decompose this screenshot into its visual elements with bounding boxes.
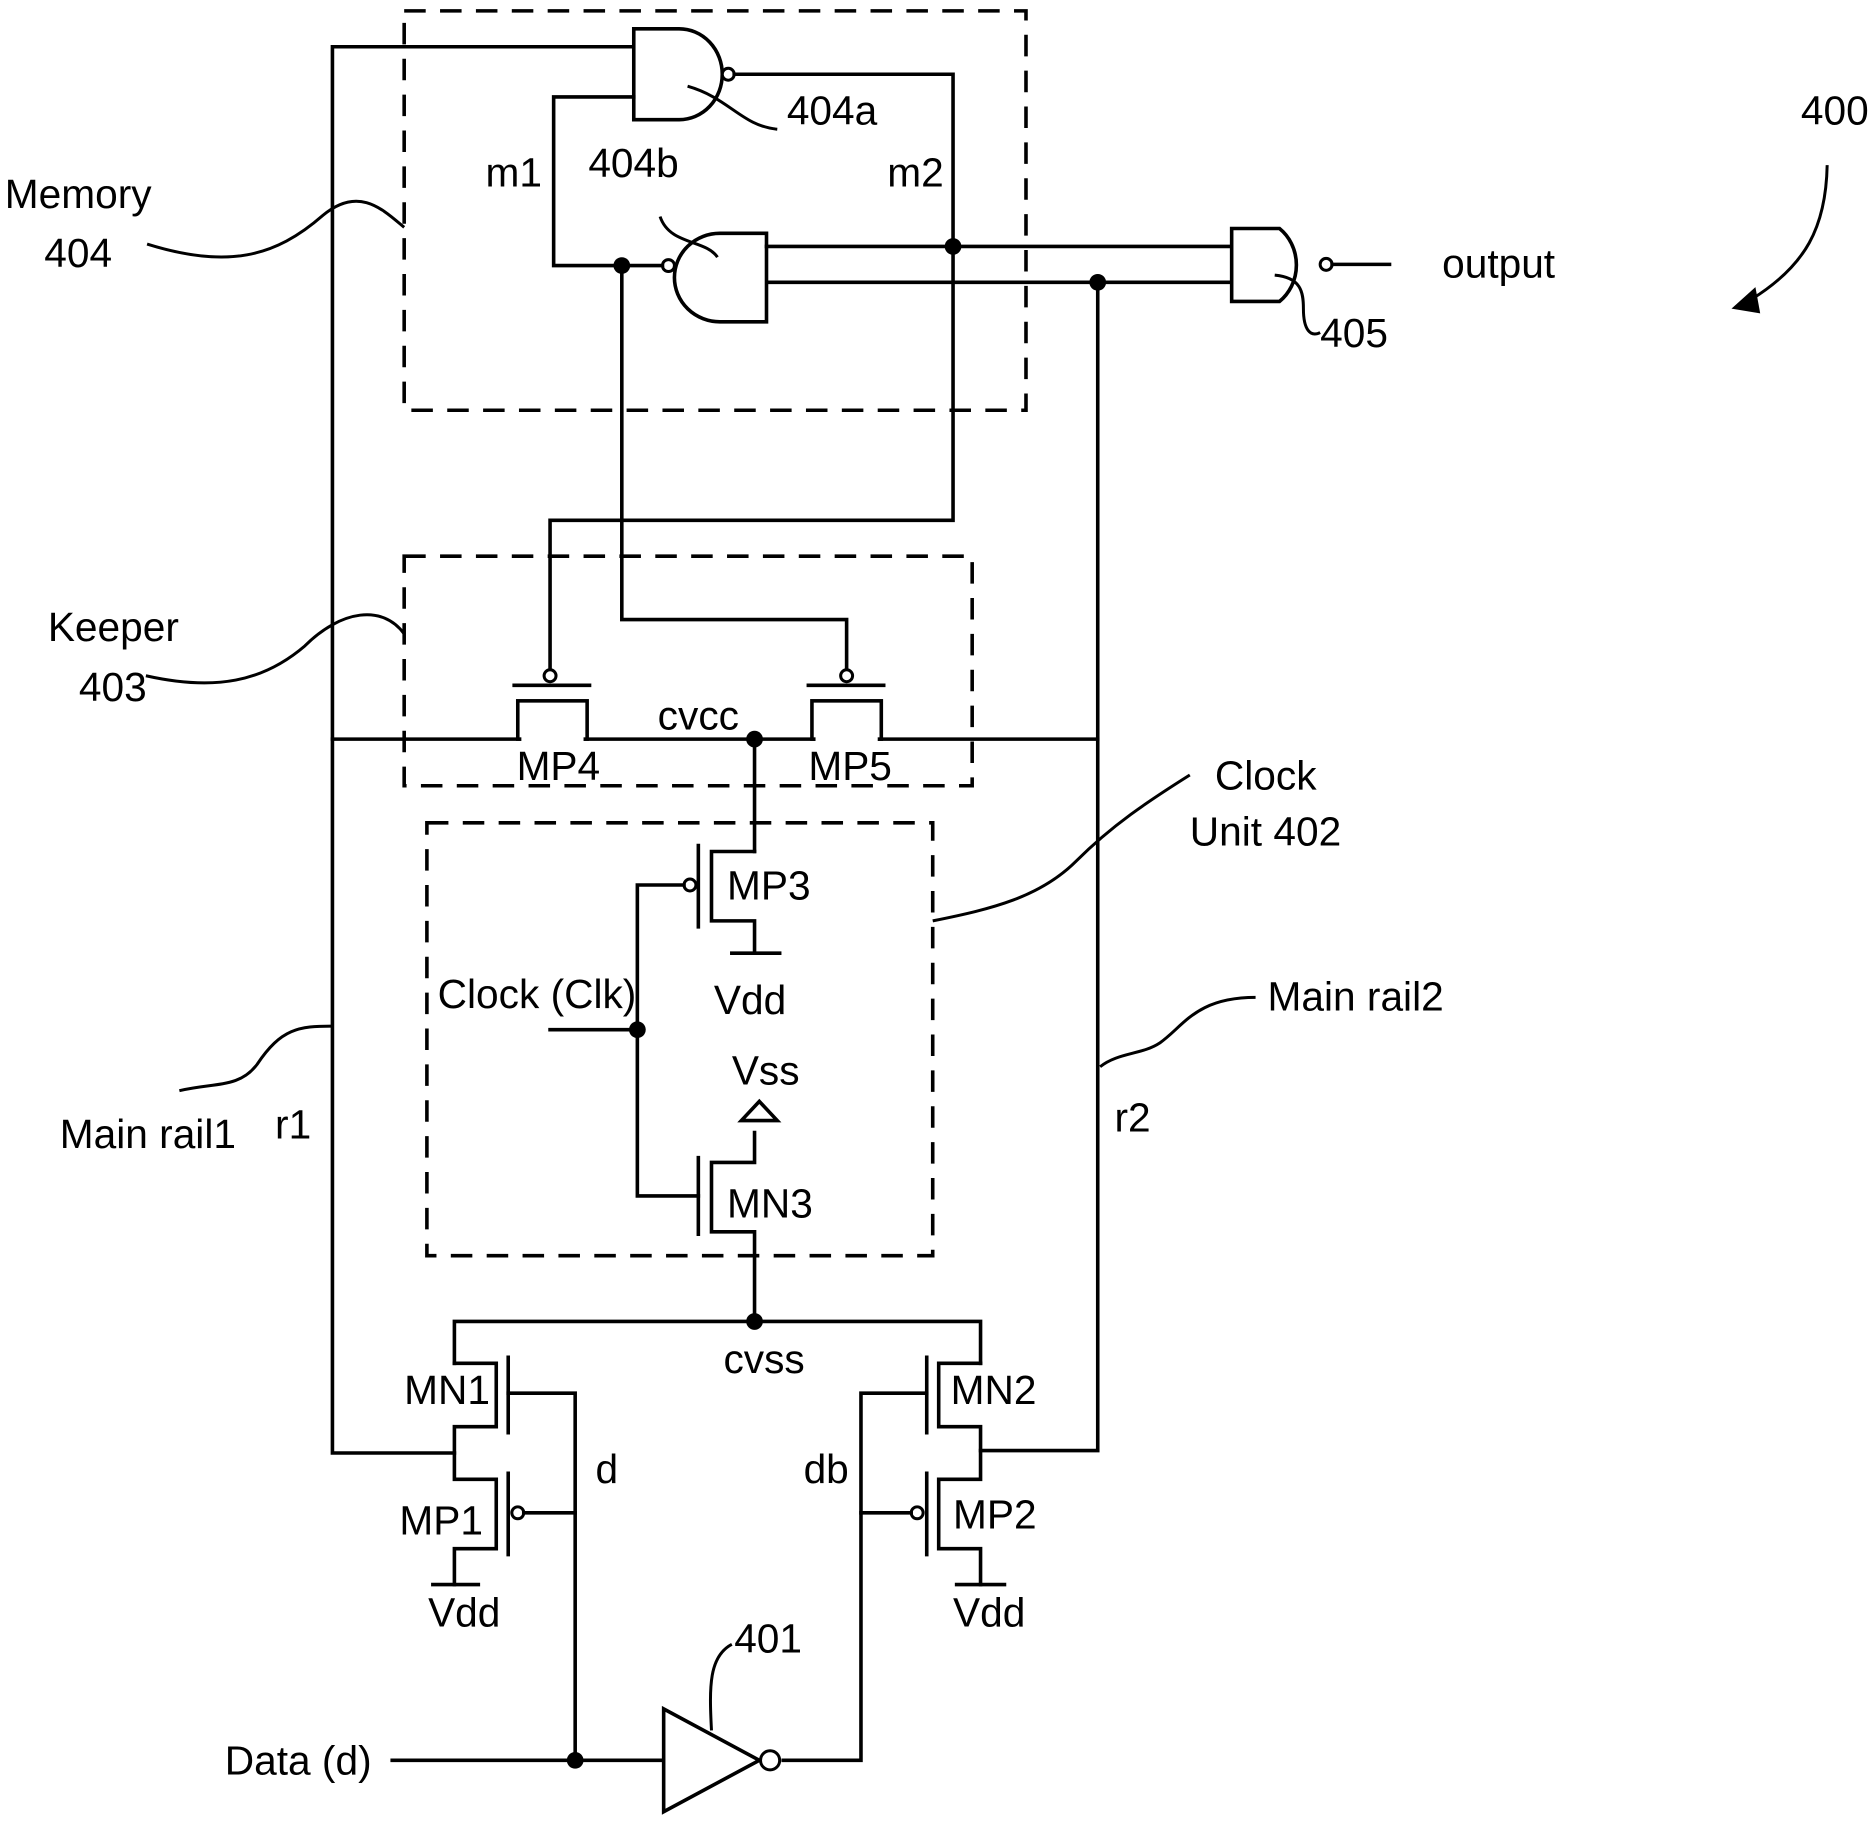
keeper-block-number: 403	[79, 664, 147, 710]
data-junction-dot	[567, 1752, 584, 1769]
r2-label: r2	[1114, 1094, 1150, 1140]
inverter-401-label: 401	[734, 1616, 802, 1662]
m1-down-wire	[622, 266, 847, 670]
cvss-junction-dot	[746, 1313, 763, 1330]
mp4-gate-bubble	[544, 670, 556, 682]
mp2-vdd-label: Vdd	[953, 1589, 1025, 1635]
vss-ground-symbol	[741, 1101, 777, 1120]
main-rail2-leader	[1100, 997, 1255, 1066]
m1-label: m1	[485, 150, 541, 196]
keeper-callout-leader	[146, 615, 404, 683]
mp1-label: MP1	[399, 1497, 483, 1543]
mn1-label: MN1	[404, 1367, 490, 1413]
mn2-label: MN2	[951, 1367, 1037, 1413]
clock-unit-number: Unit 402	[1190, 809, 1341, 855]
clock-input-label: Clock (Clk)	[438, 971, 637, 1017]
nand-404a-label: 404a	[787, 87, 878, 133]
mp1-vdd-label: Vdd	[428, 1589, 500, 1635]
mp5-gate-bubble	[841, 670, 853, 682]
mp3-vdd-label: Vdd	[714, 977, 786, 1023]
inverter-401-bubble	[761, 1751, 780, 1770]
output-label: output	[1442, 241, 1555, 287]
mp2-gate-bubble	[911, 1507, 923, 1519]
keeper-block-name: Keeper	[48, 604, 179, 650]
mp5-label: MP5	[808, 743, 892, 789]
m2-junction-dot	[945, 238, 962, 255]
memory-block-number: 404	[44, 230, 112, 276]
mp3-gate-bubble	[684, 879, 696, 891]
figure-reference-arrow	[1752, 165, 1827, 299]
mn3-channel	[711, 1133, 754, 1322]
nand-404b-gate	[674, 233, 766, 321]
r1-label: r1	[275, 1102, 311, 1148]
mp1-gate-bubble	[512, 1507, 524, 1519]
mp4-label: MP4	[517, 743, 601, 789]
mn3-label: MN3	[727, 1180, 813, 1226]
main-rail1-leader	[179, 1026, 332, 1091]
main-rail2-label: Main rail2	[1268, 974, 1444, 1020]
m2-label: m2	[887, 150, 943, 196]
clock-unit-boundary	[427, 823, 933, 1256]
clock-unit-name: Clock	[1215, 752, 1317, 798]
figure-reference-number: 400	[1801, 87, 1869, 133]
nand-405-label: 405	[1320, 310, 1388, 356]
memory-block-name: Memory	[5, 171, 152, 217]
mp2-label: MP2	[953, 1491, 1037, 1537]
nand-405-gate	[1232, 229, 1297, 302]
inverter-401-leader	[710, 1644, 731, 1730]
figure-reference-arrowhead	[1732, 287, 1761, 313]
vss-label: Vss	[732, 1048, 800, 1094]
clock-gate-wire	[637, 885, 698, 1196]
cvss-label: cvss	[723, 1336, 804, 1382]
db-node-label: db	[804, 1446, 849, 1492]
nand-404b-label: 404b	[588, 140, 678, 186]
clock-junction-dot	[629, 1021, 646, 1038]
d-node-label: d	[596, 1446, 619, 1492]
nand-404a-gate	[634, 29, 722, 120]
clock-unit-callout-leader	[933, 775, 1190, 921]
mp4-channel	[518, 701, 587, 739]
nand-404b-bubble	[662, 260, 674, 272]
data-input-label: Data (d)	[225, 1738, 372, 1784]
mp5-channel	[812, 701, 881, 739]
cvss-wire	[454, 1321, 980, 1363]
mp3-label: MP3	[727, 862, 811, 908]
d-node-wire	[508, 1393, 575, 1760]
main-rail1-label: Main rail1	[60, 1111, 236, 1157]
memory-callout-leader	[147, 201, 404, 257]
cvcc-label: cvcc	[658, 693, 739, 739]
